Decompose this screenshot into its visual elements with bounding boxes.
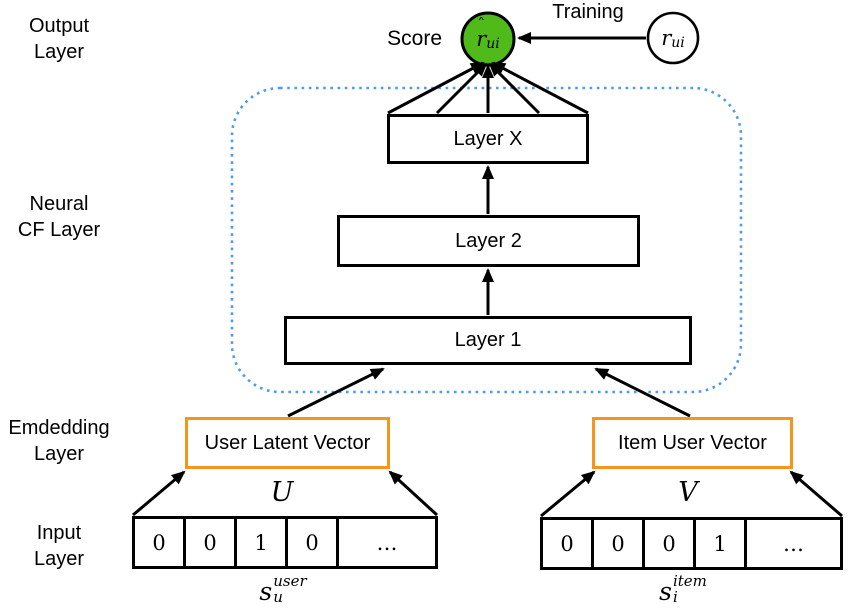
user-input-left-arrow: [132, 470, 186, 517]
user-onehot-cell: 0: [135, 519, 186, 566]
layer-1-label: Layer 1: [454, 329, 522, 351]
item-vector-subscript: i: [672, 588, 678, 606]
item-onehot-row: 0 0 0 1 …: [540, 517, 843, 570]
user-vector-subscript: u: [273, 588, 283, 606]
predicted-score-r: r: [476, 27, 487, 51]
user-latent-vector-label: User Latent Vector: [204, 431, 371, 454]
input-label-line1: Input: [36, 522, 82, 544]
layer-x-label: Layer X: [453, 127, 523, 150]
item-vector-scripts: item i: [673, 573, 707, 605]
layer-2-box: Layer 2: [337, 215, 640, 267]
item-latent-vector-box: Item User Vector: [592, 417, 793, 469]
user-onehot-row: 0 0 1 0 …: [132, 516, 438, 569]
target-rating-base: r: [661, 26, 672, 50]
target-rating-node: [646, 11, 700, 65]
item-input-left-arrow: [540, 470, 596, 518]
embedding-layer-label: Emdedding Layer: [0, 415, 118, 467]
user-input-right-arrow: [388, 470, 439, 517]
neural-cf-layer-label: Neural CF Layer: [0, 191, 118, 243]
item-vector-superscript: item: [672, 572, 707, 590]
item-vector-base: s: [659, 577, 672, 606]
training-annotation: Training: [552, 1, 624, 23]
user-latent-vector-box: User Latent Vector: [185, 417, 390, 469]
hat-accent: ˆ: [477, 15, 486, 34]
item-embed-to-layer1-arrow: [594, 367, 691, 418]
item-onehot-cell: 0: [645, 520, 696, 567]
user-onehot-cell: 1: [237, 519, 288, 566]
user-matrix-label: U: [270, 477, 294, 508]
user-vector-superscript: user: [273, 572, 307, 590]
user-onehot-cell: 0: [288, 519, 339, 566]
user-input-vector-symbol: s user u: [238, 573, 328, 607]
user-onehot-cell: 0: [186, 519, 237, 566]
item-input-right-arrow: [789, 470, 843, 518]
output-layer-label-line1: Output: [28, 15, 90, 37]
output-layer-label-line2: Layer: [33, 41, 85, 63]
output-layer-label: Output Layer: [0, 13, 118, 65]
input-layer-label: Input Layer: [0, 520, 118, 572]
item-onehot-ellipsis-cell: …: [783, 531, 804, 556]
embedding-label-line2: Layer: [33, 443, 85, 465]
item-onehot-cell: 0: [594, 520, 645, 567]
item-matrix-label: V: [678, 477, 698, 508]
layer-1-box: Layer 1: [284, 316, 692, 365]
item-onehot-cell: 0: [543, 520, 594, 567]
user-onehot-ellipsis-cell: …: [376, 530, 398, 555]
neural-cf-label-line1: Neural: [29, 193, 89, 215]
target-rating-subscript: ui: [671, 35, 685, 51]
input-label-line2: Layer: [33, 548, 85, 570]
item-onehot-cell: 1: [696, 520, 747, 567]
neural-cf-label-line2: CF Layer: [17, 219, 101, 241]
item-input-vector-symbol: s item i: [638, 573, 728, 607]
layerx-to-score-fan: [387, 61, 589, 115]
score-annotation: Score: [387, 27, 442, 50]
user-vector-base: s: [259, 577, 273, 606]
predicted-score-subscript: ui: [486, 36, 500, 52]
user-vector-scripts: user u: [273, 573, 306, 605]
neural-cf-dotted-boundary: [230, 86, 743, 394]
layer-x-box: Layer X: [387, 114, 589, 164]
layer-2-label: Layer 2: [455, 229, 522, 252]
embedding-label-line1: Emdedding: [8, 417, 110, 439]
item-latent-vector-label: Item User Vector: [618, 431, 767, 454]
user-embed-to-layer1-arrow: [287, 367, 385, 418]
